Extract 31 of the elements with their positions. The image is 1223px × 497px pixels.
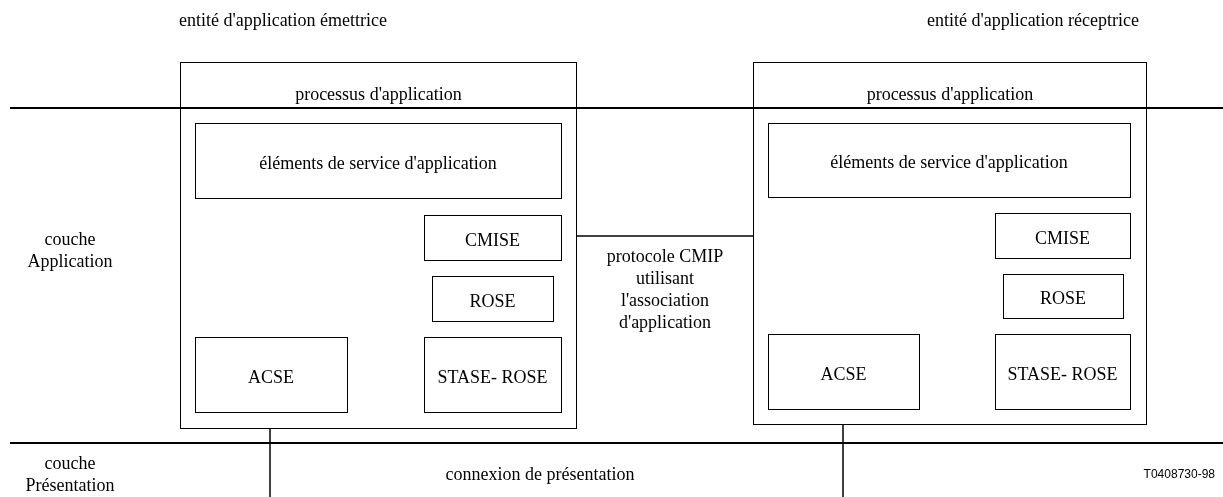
figure-code: T0408730-98 (1142, 466, 1215, 483)
service-elements-box (767, 122, 1131, 198)
service-element-box (423, 214, 562, 261)
connector-line (842, 424, 844, 497)
process-label: processus d'application (294, 83, 463, 105)
box-label: STASE- ROSE (436, 365, 549, 388)
service-element-box (994, 212, 1131, 259)
connector-line (269, 428, 271, 497)
connector-line (576, 235, 754, 237)
service-element-box (194, 336, 348, 413)
layer-label: couche Présentation (24, 452, 116, 496)
box-label: éléments de service d'application (829, 151, 1069, 173)
entity-heading: entité d'application réceptrice (925, 9, 1141, 31)
service-element-box (431, 275, 554, 322)
service-element-box (767, 333, 920, 410)
service-element-box (423, 336, 562, 413)
box-label: CMISE (1034, 226, 1091, 249)
box-label: ROSE (1039, 287, 1087, 309)
service-element-box (994, 333, 1131, 410)
service-element-box (1002, 273, 1124, 319)
layer-label: couche Application (26, 228, 114, 272)
box-label: ACSE (819, 362, 868, 385)
entity-heading: entité d'application émettrice (177, 9, 389, 31)
connection-label: connexion de présentation (444, 463, 636, 485)
process-label: processus d'application (865, 83, 1035, 105)
box-label: STASE- ROSE (1006, 362, 1119, 385)
box-label: CMISE (464, 228, 521, 251)
box-label: ACSE (247, 365, 295, 388)
service-elements-box (194, 122, 562, 199)
box-label: éléments de service d'application (258, 151, 498, 174)
box-label: ROSE (468, 289, 517, 312)
